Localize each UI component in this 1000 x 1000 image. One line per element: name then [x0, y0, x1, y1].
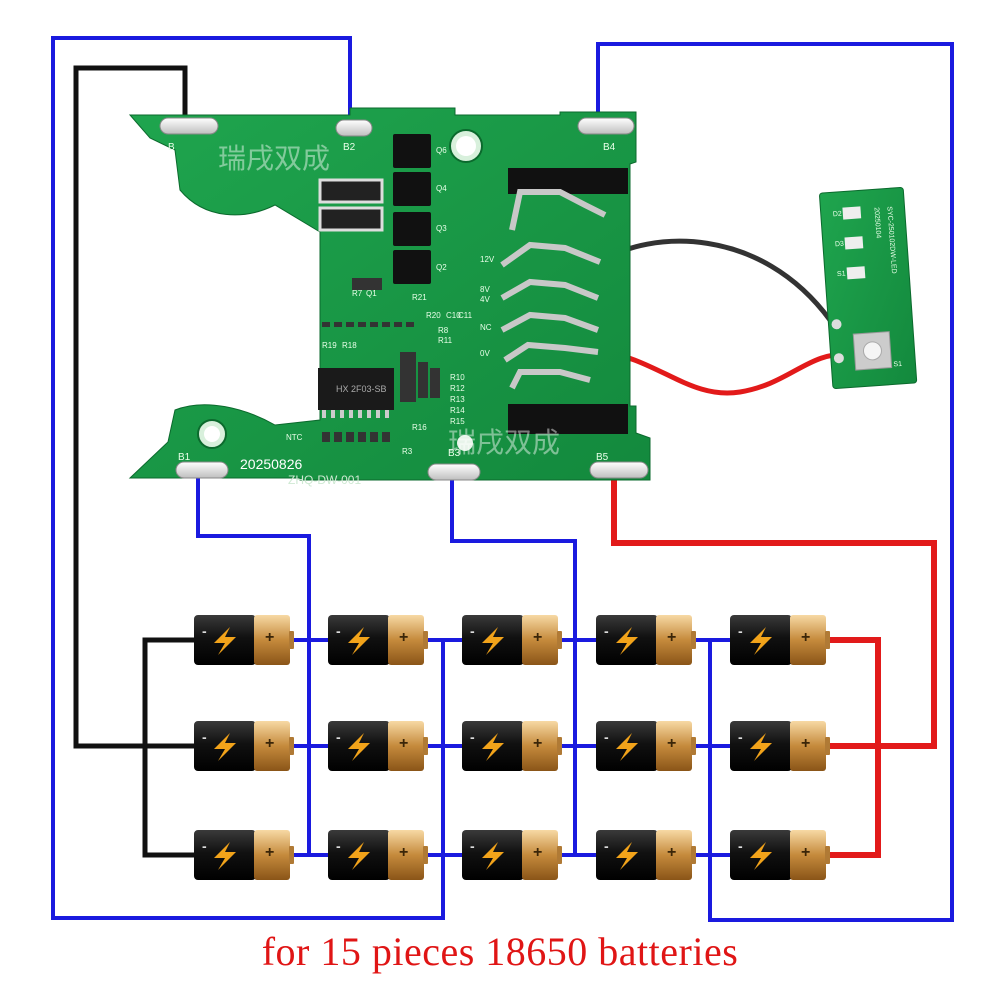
battery-18650-icon	[462, 615, 562, 665]
wire-led-red	[597, 347, 851, 396]
pad-label-b2: B2	[343, 142, 356, 153]
wire-b2-loop	[51, 36, 445, 920]
wire-b3	[450, 473, 577, 855]
pad-label-b5: B5	[596, 452, 609, 463]
led-label: S1	[837, 271, 846, 279]
wire-positive-bus	[826, 637, 881, 858]
battery-18650-icon	[194, 830, 294, 880]
silk-label: R20	[426, 311, 441, 320]
silk-label: NC	[480, 323, 492, 332]
led-model: SYC-250102DW-LED	[885, 206, 897, 274]
led-label: D2	[833, 211, 843, 219]
silk-label: 8V	[480, 285, 490, 294]
wire-led-black	[598, 238, 833, 322]
silk-label: C10	[446, 311, 461, 320]
silk-label: R16	[412, 423, 427, 432]
silk-label: R18	[342, 341, 357, 350]
battery-18650-icon	[462, 721, 562, 771]
silk-label: 12V	[480, 255, 495, 264]
silk-label: R21	[412, 293, 427, 302]
silk-label: Q6	[436, 146, 447, 155]
battery-18650-icon	[194, 721, 294, 771]
battery-18650-icon	[328, 830, 428, 880]
pcb-date-code: 20250826	[240, 456, 303, 472]
wire-negative-bus	[142, 637, 196, 858]
pcb-model-code: ZHQ-DW-001	[288, 473, 361, 487]
silk-label: R8	[438, 326, 449, 335]
silk-label: Q4	[436, 184, 447, 193]
bms-pcb: HX 2F03-SB	[128, 107, 651, 487]
watermark: 瑞戌双成	[448, 426, 560, 459]
silk-label: NTC	[286, 433, 303, 442]
wires	[51, 36, 954, 922]
led-label: D3	[835, 241, 845, 249]
pad-label-b: B	[168, 142, 175, 153]
battery-18650-icon	[596, 615, 696, 665]
silk-label: R19	[322, 341, 337, 350]
battery-18650-icon	[730, 615, 830, 665]
pad-label-b1: B1	[178, 452, 191, 463]
wire-b-negative	[73, 65, 196, 749]
battery-18650-icon	[328, 615, 428, 665]
pad-label-b4: B4	[603, 142, 616, 153]
silk-label: R12	[450, 384, 465, 393]
battery-18650-icon	[462, 830, 562, 880]
caption: for 15 pieces 18650 batteries	[261, 929, 739, 974]
wire-b1	[196, 473, 311, 855]
silk-label: C11	[458, 311, 473, 320]
silk-label: R10	[450, 373, 465, 382]
silk-label: 0V	[480, 349, 490, 358]
silk-label: Q3	[436, 224, 447, 233]
battery-18650-icon	[596, 830, 696, 880]
pcb-pads	[159, 117, 649, 481]
silk-label: R3	[402, 447, 413, 456]
battery-grid	[194, 615, 830, 880]
battery-18650-icon	[596, 721, 696, 771]
battery-18650-icon	[194, 615, 294, 665]
silk-label: Q1	[366, 289, 377, 298]
wire-b4-loop	[596, 42, 954, 922]
silk-label: R11	[438, 336, 453, 345]
silk-label: R14	[450, 406, 465, 415]
silk-label: 4V	[480, 295, 490, 304]
led-date: 20250104	[872, 207, 881, 239]
led-label: S1	[893, 361, 902, 369]
chip-label: HX 2F03-SB	[336, 384, 387, 394]
silk-label: R13	[450, 395, 465, 404]
battery-18650-icon	[730, 830, 830, 880]
silk-label: R7	[352, 289, 363, 298]
battery-18650-icon	[730, 721, 830, 771]
battery-18650-icon	[328, 721, 428, 771]
wire-b5-positive	[611, 473, 937, 749]
silk-label: R15	[450, 417, 465, 426]
pad-label-b3: B3	[448, 448, 461, 459]
watermark: 瑞戌双成	[218, 142, 330, 175]
led-indicator-board: D2 D3 S1 S1 20250104 SYC-250102DW-LED	[819, 187, 918, 389]
silk-label: Q2	[436, 263, 447, 272]
